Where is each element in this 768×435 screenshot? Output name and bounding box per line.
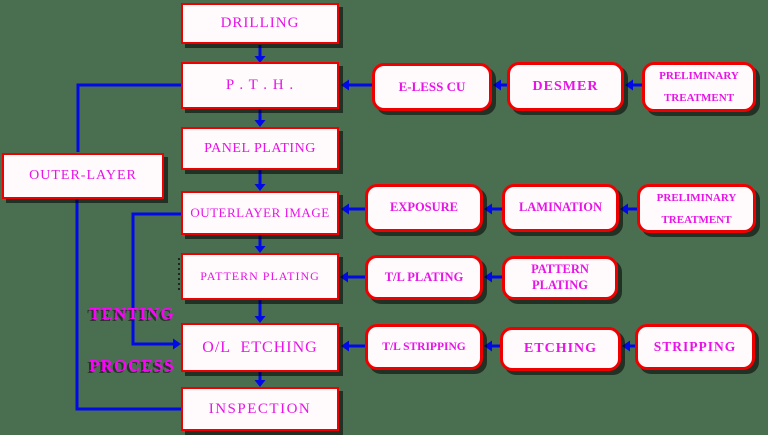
arrowhead-down-icon [254, 184, 266, 191]
arrowhead-down-icon [254, 380, 266, 387]
tenting-process-label: TENTING PROCESS [86, 249, 178, 405]
box-pattern-plating-right: PATTERN PLATING [502, 256, 618, 300]
arrowhead-left-icon [341, 203, 349, 215]
box-outerlayer-image: OUTERLAYER IMAGE [181, 191, 339, 235]
tenting-line1: TENTING [89, 304, 175, 323]
arrowhead-left-icon [341, 79, 349, 91]
arrowhead-left-icon [484, 340, 492, 352]
box-preliminary-treatment-2: PRELIMINARY TREATMENT [637, 184, 756, 233]
box-pattern-plating-main-label: PATTERN PLATING [200, 269, 320, 283]
arrowhead-down-icon [254, 316, 266, 323]
box-ol-etching: O/L ETCHING [181, 323, 339, 372]
arrowhead-left-icon [340, 271, 348, 283]
box-drilling-label: DRILLING [220, 15, 300, 32]
box-tl-plating: T/L PLATING [365, 255, 483, 300]
box-etching-right: ETCHING [500, 327, 621, 371]
arrowhead-left-icon [625, 79, 633, 91]
box-outer-layer-label: OUTER-LAYER [29, 168, 137, 184]
box-stripping-label: STRIPPING [653, 338, 737, 354]
box-inspection: INSPECTION [181, 387, 339, 431]
box-pattern-plating-main: PATTERN PLATING [181, 253, 339, 300]
box-outer-layer: OUTER-LAYER [2, 153, 164, 199]
loop-pth-outerlayer [76, 83, 183, 152]
box-tl-stripping: T/L STRIPPING [365, 324, 483, 370]
box-exposure: EXPOSURE [365, 184, 483, 232]
box-lamination: LAMINATION [502, 184, 619, 232]
box-preliminary-treatment-1-label: PRELIMINARY TREATMENT [659, 70, 742, 104]
box-inspection-label: INSPECTION [208, 400, 312, 417]
box-stripping: STRIPPING [635, 324, 755, 370]
arrowhead-left-icon [622, 340, 630, 352]
box-lamination-label: LAMINATION [518, 200, 603, 215]
box-pth: P . T . H . [181, 62, 339, 109]
box-pth-label: P . T . H . [225, 77, 295, 94]
arrowhead-down-icon [254, 120, 266, 127]
arrowhead-left-icon [484, 203, 492, 215]
box-outerlayer-image-label: OUTERLAYER IMAGE [190, 204, 330, 220]
box-preliminary-treatment-1: PRELIMINARY TREATMENT [642, 62, 756, 112]
box-drilling: DRILLING [181, 3, 339, 44]
arrowhead-left-icon [620, 203, 628, 215]
box-desmer-label: DESMER [532, 78, 599, 94]
box-panel-plating-label: PANEL PLATING [204, 140, 316, 156]
arrowhead-left-icon [484, 271, 492, 283]
box-panel-plating: PANEL PLATING [181, 127, 339, 170]
box-tl-plating-label: T/L PLATING [384, 269, 464, 284]
box-desmer: DESMER [507, 62, 624, 111]
tenting-line2: PROCESS [89, 356, 175, 375]
box-tl-stripping-label: T/L STRIPPING [382, 340, 466, 353]
box-e-less-cu: E-LESS CU [372, 63, 492, 111]
arrowhead-left-icon [341, 340, 349, 352]
box-etching-right-label: ETCHING [523, 341, 598, 357]
box-e-less-cu-label: E-LESS CU [398, 78, 466, 94]
arrowhead-left-icon [493, 79, 501, 91]
box-exposure-label: EXPOSURE [389, 200, 459, 215]
box-pattern-plating-right-label: PATTERN PLATING [531, 262, 596, 292]
box-preliminary-treatment-2-label: PRELIMINARY TREATMENT [656, 191, 739, 226]
arrowhead-down-icon [254, 246, 266, 253]
box-ol-etching-label: O/L ETCHING [202, 338, 318, 356]
